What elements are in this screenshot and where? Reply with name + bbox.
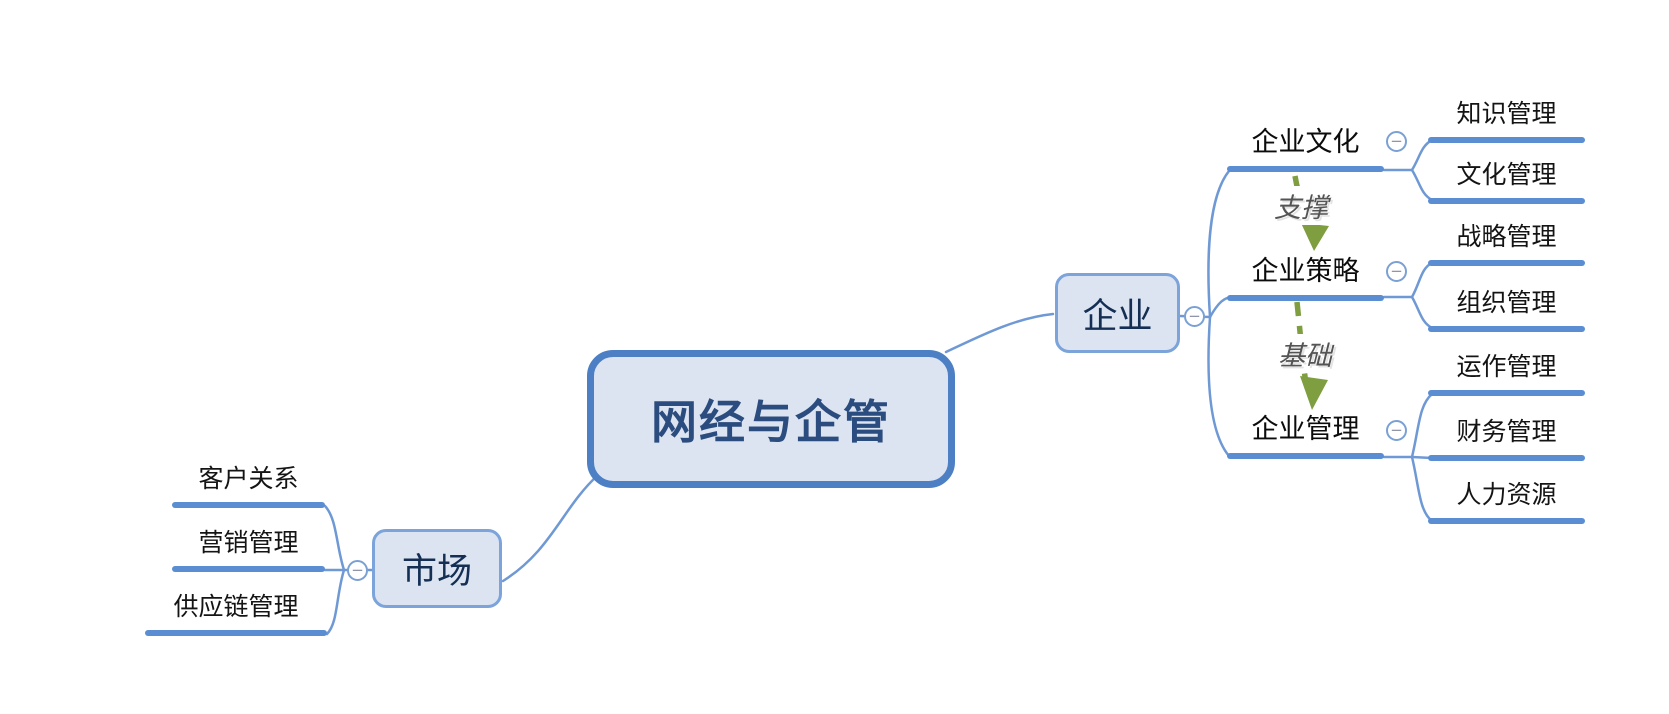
subtopic-corporate-culture[interactable]: 企业文化: [1227, 127, 1384, 172]
leaf-label: 财务管理: [1456, 418, 1557, 446]
subtopic-corporate-management[interactable]: 企业管理: [1227, 414, 1384, 459]
root-topic[interactable]: 网经与企管: [587, 350, 955, 488]
topic-underline: [1428, 260, 1585, 266]
subtopic-corporate-strategy[interactable]: 企业策略: [1227, 256, 1384, 301]
topic-underline: [1428, 326, 1585, 332]
collapse-button-enterprise[interactable]: −: [1184, 306, 1205, 327]
topic-market-label: 市场: [401, 552, 472, 591]
topic-underline: [1227, 453, 1384, 459]
leaf-financial-management[interactable]: 财务管理: [1428, 417, 1585, 461]
leaf-label: 运作管理: [1456, 353, 1557, 381]
topic-underline: [1428, 455, 1585, 461]
leaf-label: 战略管理: [1456, 223, 1557, 251]
root-topic-label: 网经与企管: [651, 396, 891, 448]
leaf-operations-management[interactable]: 运作管理: [1428, 352, 1585, 396]
leaf-organization-management[interactable]: 组织管理: [1428, 288, 1585, 332]
leaf-label: 客户关系: [198, 465, 299, 493]
subtopic-label: 企业策略: [1251, 256, 1360, 286]
topic-underline: [1428, 390, 1585, 396]
relationship-label-foundation[interactable]: 基础: [1276, 334, 1334, 373]
foundation-arrow-line: [1294, 301, 1309, 385]
leaf-supply-chain-management[interactable]: 供应链管理: [145, 592, 327, 636]
topic-underline: [1227, 295, 1384, 301]
leaf-label: 人力资源: [1456, 481, 1557, 509]
leaf-label: 文化管理: [1456, 161, 1557, 189]
minus-icon: −: [1390, 262, 1403, 280]
topic-underline: [1428, 137, 1585, 143]
leaf-strategic-management[interactable]: 战略管理: [1428, 222, 1585, 266]
collapse-button-corporate-strategy[interactable]: −: [1386, 261, 1407, 282]
subtopic-label: 企业管理: [1251, 414, 1360, 444]
leaf-customer-relations[interactable]: 客户关系: [172, 464, 325, 508]
collapse-button-corporate-culture[interactable]: −: [1386, 131, 1407, 152]
leaf-human-resources[interactable]: 人力资源: [1428, 480, 1585, 524]
topic-market[interactable]: 市场: [372, 529, 502, 608]
topic-underline: [172, 566, 325, 572]
leaf-label: 组织管理: [1456, 289, 1557, 317]
minus-icon: −: [1188, 307, 1201, 325]
leaf-culture-management[interactable]: 文化管理: [1428, 160, 1585, 204]
foundation-arrow-head: [1300, 376, 1328, 410]
leaf-label: 供应链管理: [173, 593, 299, 621]
leaf-label: 营销管理: [198, 529, 299, 557]
minus-icon: −: [351, 561, 364, 579]
relationship-label-support[interactable]: 支撑: [1272, 186, 1330, 225]
leaf-label: 知识管理: [1456, 100, 1557, 128]
collapse-button-market[interactable]: −: [347, 560, 368, 581]
topic-underline: [1428, 518, 1585, 524]
support-arrow-head: [1301, 223, 1329, 251]
minus-icon: −: [1390, 421, 1403, 439]
topic-underline: [145, 630, 327, 636]
topic-underline: [1428, 198, 1585, 204]
leaf-marketing-management[interactable]: 营销管理: [172, 528, 325, 572]
topic-enterprise-label: 企业: [1082, 296, 1153, 336]
topic-underline: [1227, 166, 1384, 172]
topic-enterprise[interactable]: 企业: [1055, 273, 1180, 353]
collapse-button-corporate-management[interactable]: −: [1386, 420, 1407, 441]
subtopic-label: 企业文化: [1251, 127, 1360, 157]
minus-icon: −: [1390, 132, 1403, 150]
topic-underline: [172, 502, 325, 508]
leaf-knowledge-management[interactable]: 知识管理: [1428, 99, 1585, 143]
